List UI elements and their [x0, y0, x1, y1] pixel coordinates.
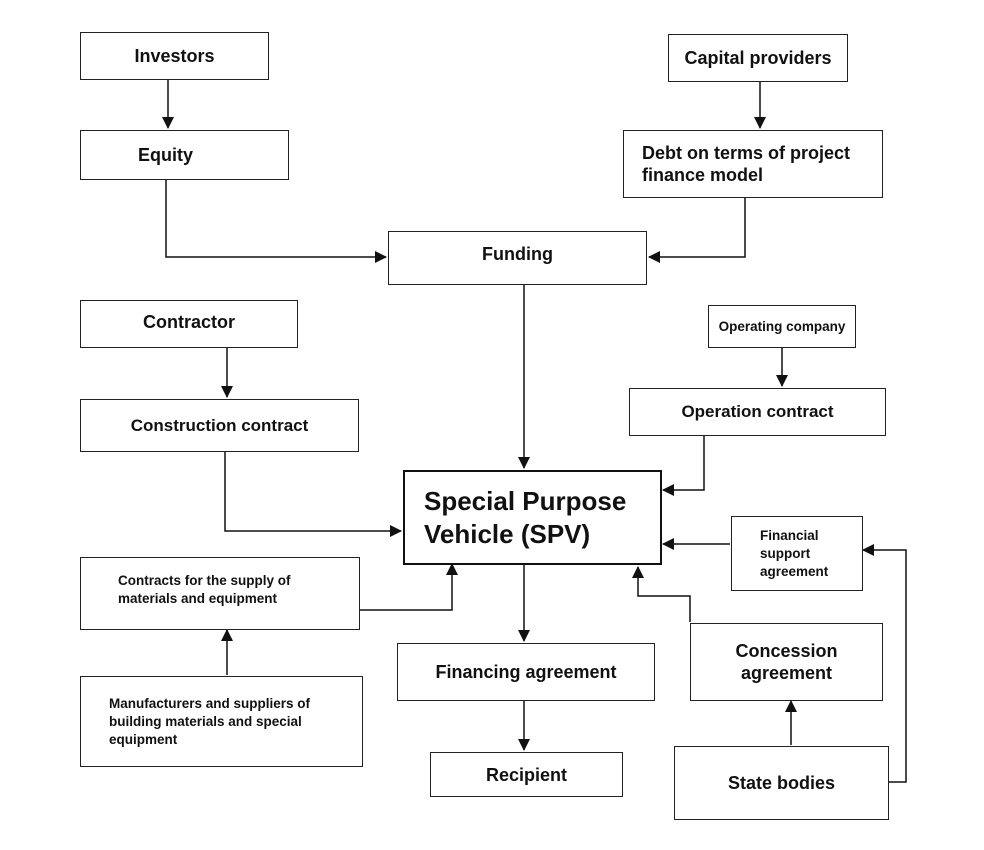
edge-construction-spv [224, 452, 402, 537]
edge-state-financial-support [862, 544, 907, 783]
node-capital-providers-label: Capital providers [684, 48, 832, 68]
node-investors: Investors [80, 32, 269, 80]
node-state-bodies: State bodies [674, 746, 889, 820]
node-equity: Equity [80, 130, 289, 180]
node-construction-contract: Construction contract [80, 399, 359, 452]
node-manufacturers: Manufacturers and suppliers of building … [80, 676, 363, 767]
node-state-bodies-label: State bodies [727, 773, 836, 793]
node-operating-company: Operating company [708, 305, 856, 348]
node-financial-support: Financial support agreement [731, 516, 863, 591]
node-construction-contract-label: Construction contract [130, 415, 309, 435]
node-financial-support-label: Financial support agreement [760, 527, 829, 579]
node-funding: Funding [388, 231, 647, 285]
node-debt-label: Debt on terms of project finance model [642, 143, 851, 185]
node-recipient: Recipient [430, 752, 623, 797]
node-manufacturers-label: Manufacturers and suppliers of building … [109, 695, 311, 747]
node-spv-label: Special Purpose Vehicle (SPV) [424, 485, 627, 549]
node-financing-agreement-label: Financing agreement [435, 662, 617, 682]
edge-debt-funding [648, 198, 746, 263]
node-spv: Special Purpose Vehicle (SPV) [403, 470, 662, 565]
node-funding-label: Funding [482, 244, 553, 264]
node-operating-company-label: Operating company [718, 318, 846, 334]
node-contractor-label: Contractor [142, 312, 235, 332]
node-debt: Debt on terms of project finance model [623, 130, 883, 198]
node-financing-agreement: Financing agreement [397, 643, 655, 701]
node-operation-contract: Operation contract [629, 388, 886, 436]
node-concession-agreement-label: Concession agreement [735, 641, 838, 683]
node-investors-label: Investors [134, 46, 215, 66]
node-contractor: Contractor [80, 300, 298, 348]
edge-supply-spv [360, 563, 458, 611]
node-equity-label: Equity [138, 145, 194, 165]
edge-operation-spv [662, 436, 705, 496]
edge-concession-spv [632, 566, 691, 622]
node-supply-contracts-label: Contracts for the supply of materials an… [118, 573, 291, 606]
node-concession-agreement: Concession agreement [690, 623, 883, 701]
edge-equity-funding [165, 180, 387, 263]
node-capital-providers: Capital providers [668, 34, 848, 82]
node-supply-contracts: Contracts for the supply of materials an… [80, 557, 360, 630]
node-recipient-label: Recipient [485, 764, 568, 785]
node-operation-contract-label: Operation contract [681, 402, 834, 421]
